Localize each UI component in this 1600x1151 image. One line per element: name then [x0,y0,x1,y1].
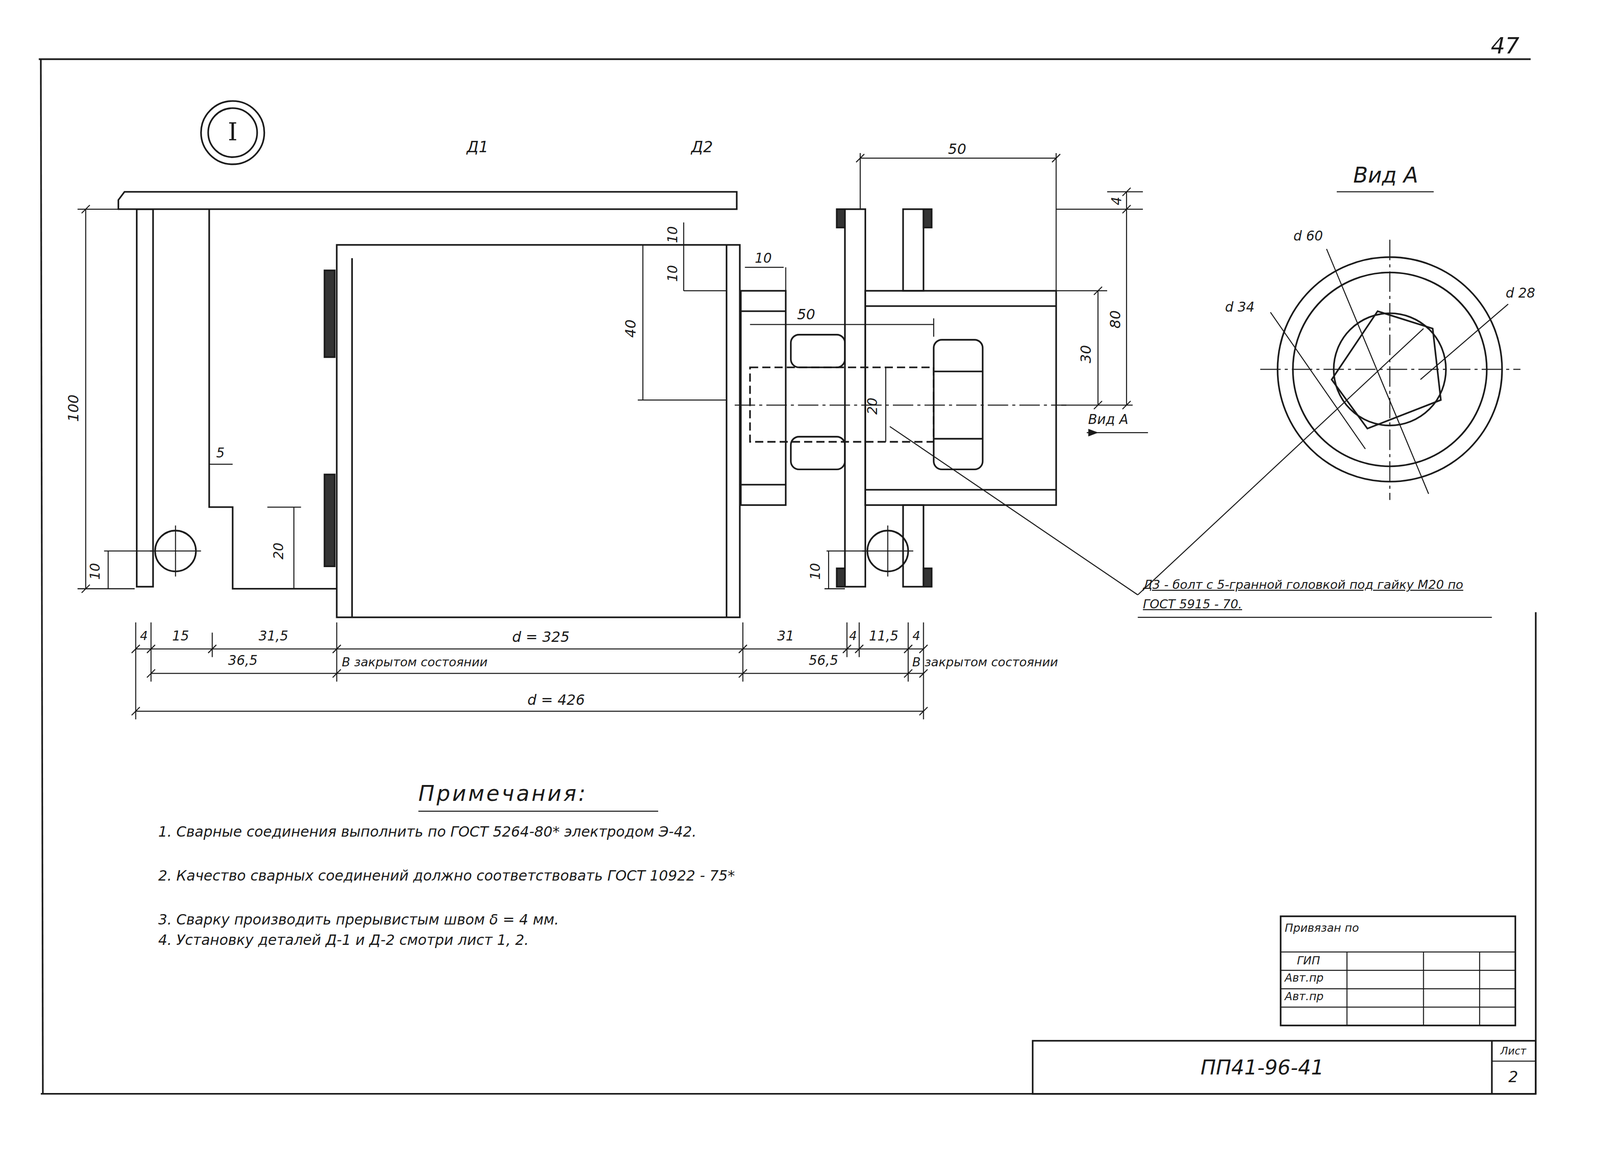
part-callout: Д1 [466,139,489,157]
note-line: 2. Качество сварных соединений должно со… [158,867,934,884]
state-note: В закрытом состоянии [912,655,1059,670]
view-marker: Вид А [1088,412,1129,429]
dimension-label: 100 [65,394,82,422]
cell-text: ГИП [1296,954,1321,968]
cell-text: 2 [1508,1069,1519,1086]
dimension-label: 10 [88,563,104,580]
bolt-callout: Д3 - болт с 5-гранной головкой под гайку… [1142,575,1495,615]
diameter-label: d 28 [1505,286,1536,302]
note-line: 1. Сварные соединения выполнить по ГОСТ … [158,823,1006,840]
page-number: 47 [1490,33,1520,59]
part-callout: Д2 [691,139,714,157]
cell-text: Авт.пр [1284,972,1324,985]
dimension-label: 20 [865,397,882,415]
cell-text: Привязан по [1284,922,1360,935]
binding-table: Привязан поГИПАвт.прАвт.пр [1280,916,1516,1026]
dimension-label: 4 [139,629,148,644]
dimension-label: 10 [808,563,825,580]
dimension-label: 20 [271,542,288,560]
dimension-label: 36,5 [228,653,258,670]
state-note: В закрытом состоянии [342,655,488,670]
cell-text: Лист [1500,1045,1527,1057]
dimension-label: 56,5 [808,653,839,670]
title-block-code: ПП41-96-41 [1032,1040,1493,1094]
note-line: 3. Сварку производить прерывистым швом δ… [158,911,560,928]
circled-detail-mark: I [201,101,265,165]
dimension-label: 31,5 [258,629,289,645]
dimension-label: 50 [796,306,815,323]
dimension-label: d = 325 [512,628,570,645]
sheet-cell: Лист 2 [1491,1040,1536,1094]
diameter-label: d 60 [1293,229,1323,245]
dimension-label: 10 [665,265,682,282]
dimension-label: 4 [849,629,858,644]
diameter-label: d 34 [1224,300,1255,316]
dimension-label: 15 [172,629,189,645]
dimension-label: 80 [1107,310,1124,329]
dimension-label: 10 [754,251,772,267]
dimension-label: 4 [912,629,921,644]
dimension-label: 11,5 [868,629,899,645]
dimension-label: d = 426 [527,691,585,709]
dimension-label: 10 [665,226,682,243]
dimension-label: 40 [622,319,639,338]
view-title: Вид А [1353,163,1418,188]
dimension-label: 31 [777,629,795,645]
dimension-label: 30 [1077,345,1094,364]
notes-heading: Примечания: [418,781,588,806]
dimension-label: 5 [216,446,225,463]
cell-text: I [227,119,238,146]
note-line: 4. Установку деталей Д-1 и Д-2 смотри ли… [158,931,529,949]
cell-text: ПП41-96-41 [1200,1055,1324,1079]
cell-text: Авт.пр [1284,990,1324,1003]
dimension-label: 50 [948,140,967,158]
dimension-label: 4 [1109,196,1126,206]
